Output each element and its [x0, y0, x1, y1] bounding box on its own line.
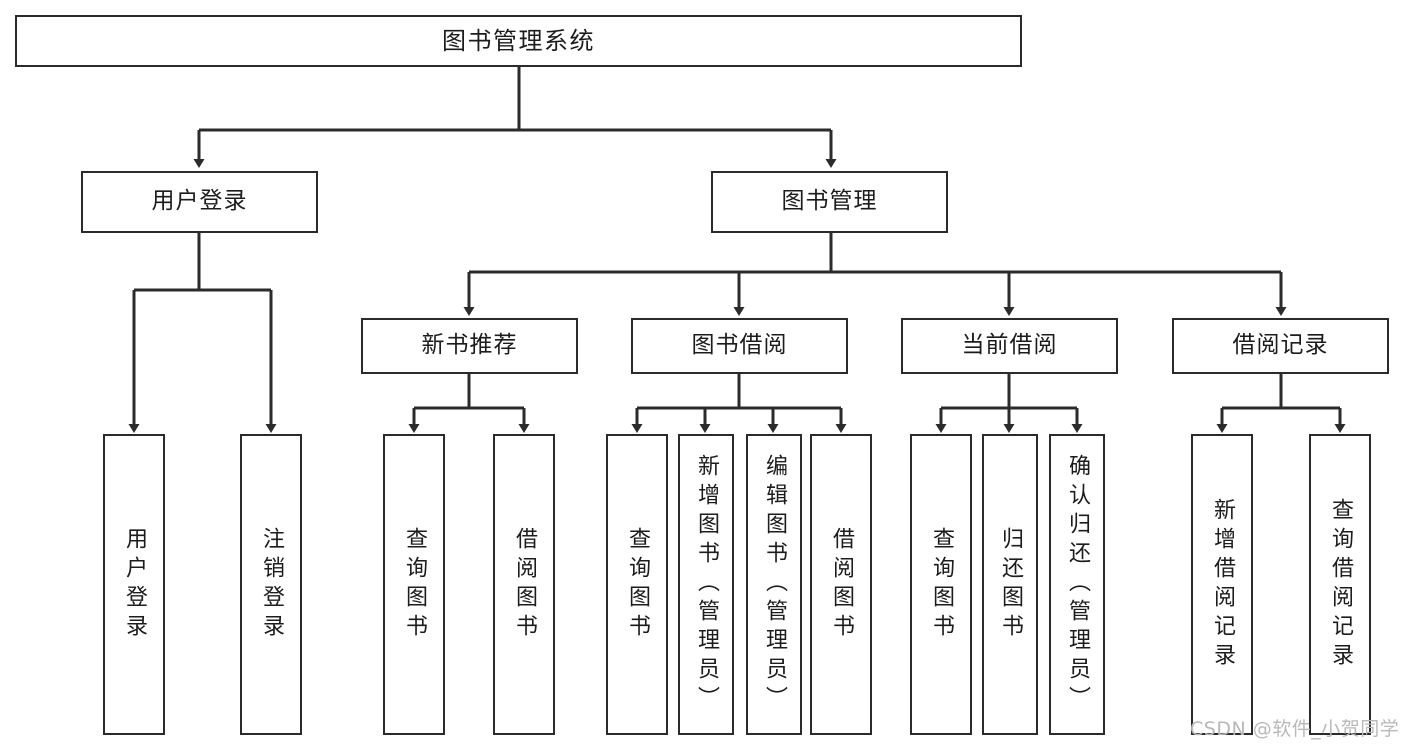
- node-current-borrow[interactable]: 当前借阅: [901, 318, 1118, 374]
- node-label: 编辑图书（管理员）: [762, 454, 787, 715]
- node-label: 图书管理: [781, 188, 878, 215]
- leaf-borrow-borrow-book[interactable]: 借阅图书: [810, 434, 872, 735]
- leaf-current-return-book[interactable]: 归还图书: [982, 434, 1038, 735]
- node-root-book-management-system[interactable]: 图书管理系统: [15, 15, 1022, 67]
- leaf-current-query-book[interactable]: 查询图书: [910, 434, 972, 735]
- leaf-new-book-query[interactable]: 查询图书: [383, 434, 445, 735]
- node-label: 用户登录: [122, 526, 147, 643]
- node-label: 当前借阅: [961, 332, 1058, 359]
- node-new-book-recommend[interactable]: 新书推荐: [361, 318, 578, 374]
- node-user-login[interactable]: 用户登录: [81, 171, 318, 233]
- leaf-borrow-query-book[interactable]: 查询图书: [606, 434, 668, 735]
- node-label: 新增图书（管理员）: [694, 454, 719, 715]
- leaf-logout[interactable]: 注销登录: [240, 434, 302, 735]
- node-book-borrow[interactable]: 图书借阅: [631, 318, 848, 374]
- node-label: 查询图书: [402, 526, 427, 643]
- node-label: 新增借阅记录: [1210, 497, 1235, 672]
- node-label: 查询图书: [625, 526, 650, 643]
- node-label: 新书推荐: [421, 332, 518, 359]
- leaf-borrow-edit-book-admin[interactable]: 编辑图书（管理员）: [746, 434, 802, 735]
- node-label: 借阅记录: [1232, 332, 1329, 359]
- csdn-watermark: CSDN @软件_小贺同学: [1190, 718, 1400, 740]
- leaf-record-query[interactable]: 查询借阅记录: [1309, 434, 1371, 735]
- node-label: 用户登录: [151, 188, 248, 215]
- node-label: 查询借阅记录: [1328, 497, 1353, 672]
- node-label: 注销登录: [259, 526, 284, 643]
- node-book-management[interactable]: 图书管理: [711, 171, 948, 233]
- node-label: 查询图书: [929, 526, 954, 643]
- leaf-new-book-borrow[interactable]: 借阅图书: [493, 434, 555, 735]
- node-label: 确认归还（管理员）: [1065, 454, 1090, 715]
- node-label: 借阅图书: [829, 526, 854, 643]
- node-borrow-record[interactable]: 借阅记录: [1172, 318, 1389, 374]
- leaf-current-confirm-return-admin[interactable]: 确认归还（管理员）: [1049, 434, 1105, 735]
- leaf-borrow-add-book-admin[interactable]: 新增图书（管理员）: [678, 434, 734, 735]
- node-label: 借阅图书: [512, 526, 537, 643]
- leaf-record-add[interactable]: 新增借阅记录: [1191, 434, 1253, 735]
- node-label: 图书管理系统: [442, 26, 595, 55]
- node-label: 归还图书: [998, 526, 1023, 643]
- node-label: 图书借阅: [691, 332, 788, 359]
- leaf-user-login[interactable]: 用户登录: [103, 434, 165, 735]
